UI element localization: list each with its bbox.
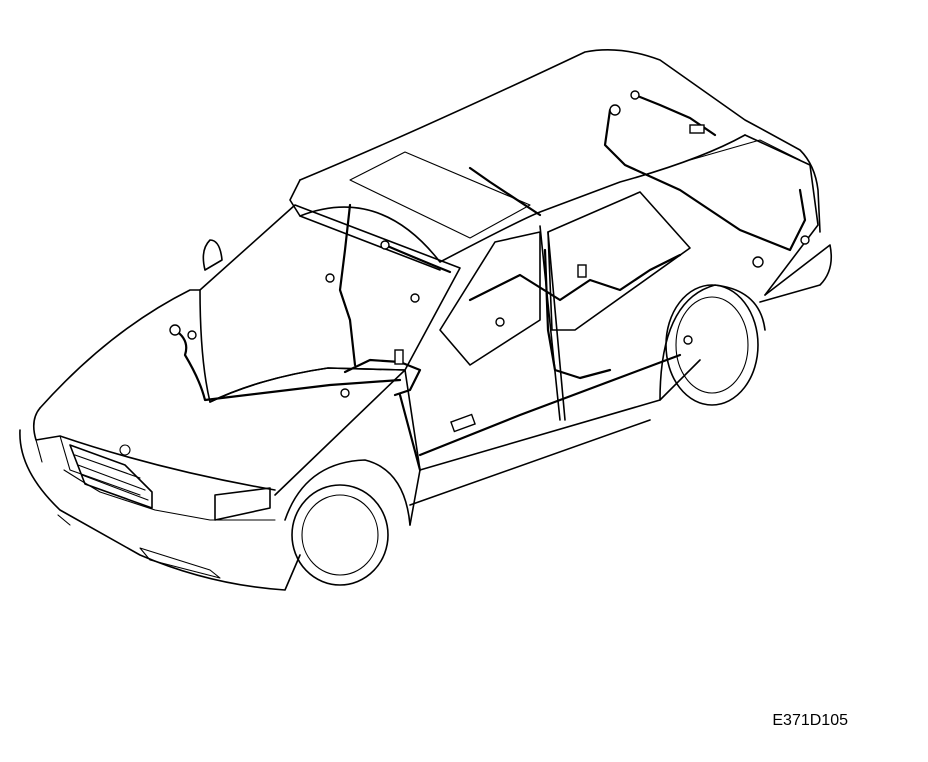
- figure-reference-code: E371D105: [772, 712, 848, 729]
- rear-bumper: [759, 244, 833, 303]
- rear-wheel: [665, 284, 759, 406]
- windshield: [199, 204, 461, 403]
- connectors: [169, 90, 810, 433]
- door-harness: [468, 253, 682, 302]
- hood-emblem: [119, 444, 131, 456]
- connector: [800, 235, 810, 245]
- hood: [39, 289, 406, 496]
- connector: [752, 256, 764, 268]
- connector: [380, 240, 390, 250]
- connector: [630, 90, 640, 100]
- connector-block: [577, 264, 587, 278]
- floor-harness: [398, 353, 682, 472]
- connector-block: [450, 413, 476, 433]
- connector: [169, 324, 181, 336]
- headlight: [214, 487, 271, 521]
- b-pillar-harness: [543, 248, 612, 380]
- connector: [187, 330, 197, 340]
- sunroof: [349, 151, 531, 239]
- grille: [69, 444, 153, 509]
- rear-door-window: [547, 191, 691, 331]
- front-door-window: [439, 231, 541, 366]
- connector: [325, 273, 335, 283]
- connector-block: [689, 124, 705, 134]
- connector: [683, 335, 693, 345]
- roof-harness: [383, 166, 542, 274]
- connector: [495, 317, 505, 327]
- car-body: [19, 48, 833, 591]
- rear-harness: [603, 108, 807, 252]
- connector: [609, 104, 621, 116]
- front-bumper: [19, 429, 301, 591]
- side-mirror: [202, 239, 223, 271]
- connector: [410, 293, 420, 303]
- connector-block: [394, 349, 404, 365]
- dashboard-harness: [343, 358, 422, 397]
- front-wheel: [291, 484, 389, 586]
- connector: [340, 388, 350, 398]
- engine-bay-harness: [173, 328, 402, 402]
- a-pillar-harness: [338, 203, 357, 367]
